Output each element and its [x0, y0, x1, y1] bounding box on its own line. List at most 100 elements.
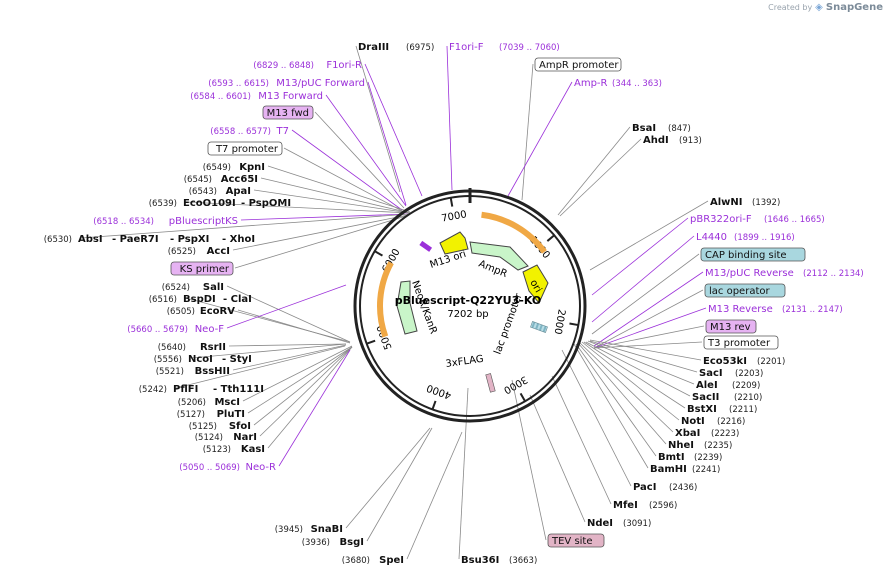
leader-sali — [226, 285, 351, 343]
leader-sacii — [585, 341, 691, 397]
position-alei: (2209) — [732, 381, 760, 391]
position-alwni: (1392) — [752, 198, 780, 208]
snapgene-logo-icon: ◈ — [815, 2, 823, 13]
site-snabi: SnaBI(3945) — [275, 524, 343, 535]
position-mfei: (2596) — [649, 501, 677, 511]
site-kasi: KasI(5123) — [203, 444, 265, 455]
label-bspdi-0: - ClaI — [223, 294, 252, 305]
label-bsai: BsaI — [632, 123, 656, 134]
label-ks-primer: KS primer — [180, 264, 230, 275]
leader-amp-r — [507, 81, 573, 197]
leader-m13-puc-reverse — [593, 271, 704, 347]
site-labels: DraIII(6975)F1ori-F(7039 .. 7060)F1ori-R… — [44, 42, 864, 566]
ampr-arrow — [469, 241, 529, 271]
site-ahdi: AhdI(913) — [643, 135, 702, 146]
label-xbai: XbaI — [675, 428, 700, 439]
leader-pbr322ori-f — [591, 217, 689, 296]
position-pflfi: (5242) — [139, 385, 167, 395]
label-m13-puc-forward: M13/pUC Forward — [276, 78, 365, 89]
label-ahdi: AhdI — [643, 135, 669, 146]
position-bsgi: (3936) — [302, 538, 330, 548]
leader-acci — [232, 214, 409, 251]
label-leader-lines — [80, 45, 709, 560]
label-box — [207, 141, 283, 156]
neor-orf-arc — [377, 261, 394, 338]
position-f1ori-r: (6829 .. 6848) — [253, 61, 314, 71]
label-eco53ki: Eco53kI — [703, 356, 747, 367]
leader-neo-f — [226, 284, 347, 329]
position-sali: (6524) — [162, 283, 190, 293]
position-ecorv: (6505) — [167, 307, 195, 317]
label-ncoi: NcoI — [188, 354, 213, 365]
label-kpni: KpnI — [239, 162, 265, 173]
plasmid-name: pBluescript-Q22YU3-KO — [395, 294, 541, 307]
leader-ampr-promoter — [521, 63, 534, 201]
ruler-tick-7000 — [449, 197, 454, 207]
label-acc65i: Acc65I — [221, 174, 258, 185]
label-spei: SpeI — [379, 555, 404, 566]
site-ks-primer: KS primer — [170, 261, 234, 276]
leader-kpni — [267, 165, 411, 213]
site-paci: PacI(2436) — [633, 482, 697, 493]
leader-nhei — [577, 342, 667, 445]
ruler-label-2000: 2000 — [552, 308, 567, 335]
label-box — [700, 247, 806, 262]
site-alei: AleI(2209) — [696, 380, 760, 391]
position-pbluescriptks: (6518 .. 6534) — [93, 217, 154, 227]
label-bsu36i: Bsu36I — [461, 555, 499, 566]
label-ampr-promoter: AmpR promoter — [539, 60, 619, 71]
site-acc65i: Acc65I(6545) — [184, 174, 258, 185]
label-bsshii: BssHII — [195, 366, 230, 377]
site-bspdi: BspDI- ClaI(6516) — [149, 294, 252, 305]
position-m13-puc-reverse: (2112 .. 2134) — [803, 269, 864, 279]
site-t3-promoter: T3 promoter — [703, 335, 779, 350]
position-spei: (3680) — [342, 556, 370, 566]
label-m13-fwd: M13 fwd — [267, 108, 309, 119]
label-paci: PacI — [633, 482, 656, 493]
leader-m13-forward — [325, 94, 407, 207]
position-amp-r: (344 .. 363) — [612, 79, 662, 89]
leader-bamhi — [573, 343, 649, 469]
label-mfei: MfeI — [613, 500, 638, 511]
label-noti: NotI — [681, 416, 705, 427]
site-m13-puc-reverse: M13/pUC Reverse(2112 .. 2134) — [705, 268, 864, 279]
label-rsrii: RsrII — [200, 342, 226, 353]
ruler-label-7000: 7000 — [441, 209, 468, 224]
position-bspdi: (6516) — [149, 295, 177, 305]
label-pflfi: PflFI — [173, 384, 198, 395]
site-spei: SpeI (3680) — [342, 555, 404, 566]
position-pluti: (5127) — [177, 410, 205, 420]
site-m13-rev: M13 rev — [705, 319, 757, 334]
site-f1ori-r: F1ori-R(6829 .. 6848) — [253, 60, 362, 71]
site-sfoi: SfoI(5125) — [189, 421, 251, 432]
leader-ncoi — [190, 343, 347, 359]
label-draiii: DraIII — [358, 42, 389, 53]
site-noti: NotI(2216) — [681, 416, 745, 427]
leader-m13-fwd — [314, 111, 405, 209]
leader-f1ori-r — [364, 63, 423, 197]
leader-ndei — [529, 394, 586, 523]
position-acci: (6525) — [168, 247, 196, 257]
site-bamhi: BamHI(2241) — [650, 464, 720, 475]
label-neo-f: Neo-F — [195, 324, 225, 335]
position-msci: (5206) — [178, 398, 206, 408]
position-bstxi: (2211) — [729, 405, 757, 415]
label-alwni: AlwNI — [710, 197, 743, 208]
position-snabi: (3945) — [275, 525, 303, 535]
position-sfoi: (5125) — [189, 422, 217, 432]
position-f1ori-f: (7039 .. 7060) — [499, 43, 560, 53]
leader-alwni — [589, 200, 709, 271]
site-bsu36i: Bsu36I(3663) — [461, 555, 537, 566]
leader-t7 — [291, 129, 403, 211]
leader-snabi — [345, 427, 431, 529]
site-nari: NarI(5124) — [195, 432, 257, 443]
position-ndei: (3091) — [623, 519, 651, 529]
position-l4440: (1899 .. 1916) — [734, 233, 795, 243]
position-nari: (5124) — [195, 433, 223, 443]
position-neo-f: (5660 .. 5679) — [127, 325, 188, 335]
label-saci: SacI — [699, 368, 723, 379]
label-box — [703, 335, 779, 350]
position-neo-r: (5050 .. 5069) — [179, 463, 240, 473]
label-ndei: NdeI — [587, 518, 613, 529]
leader-mfei — [551, 375, 612, 505]
